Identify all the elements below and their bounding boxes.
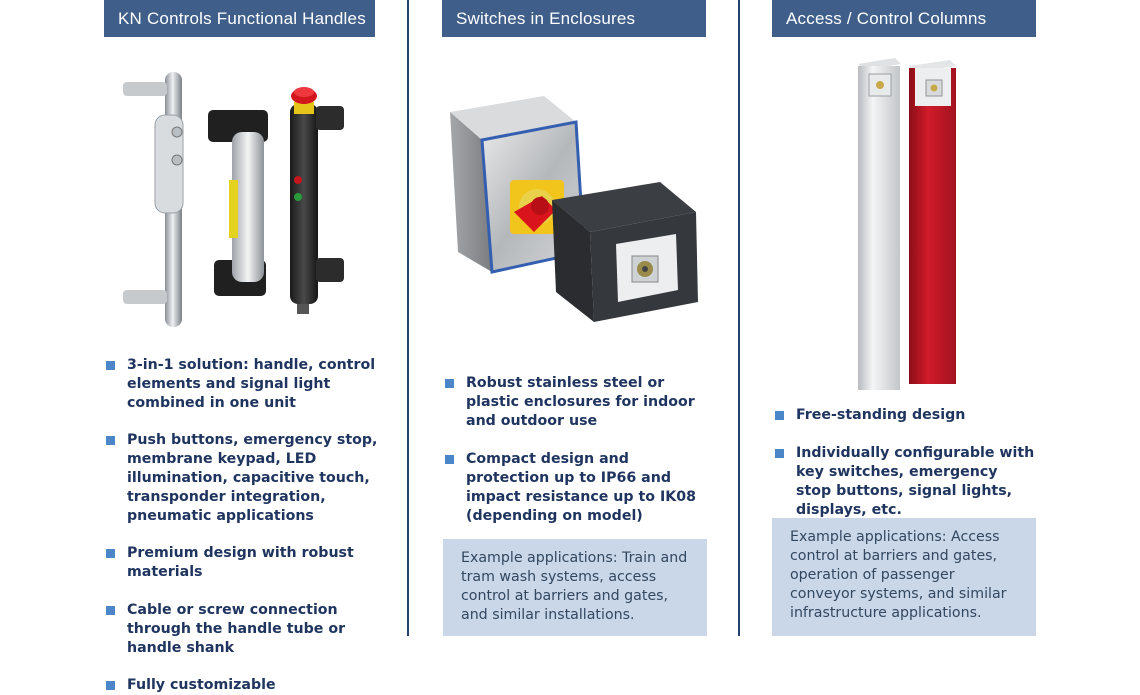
list-item: Premium design with robust materials [106, 544, 396, 582]
bullet-square-icon [775, 411, 784, 420]
list-item: Cable or screw connection through the ha… [106, 601, 396, 658]
bullet-square-icon [106, 361, 115, 370]
switches-feature-list: Robust stainless steel or plastic enclos… [445, 374, 707, 526]
handles-feature-list: 3-in-1 solution: handle, control element… [106, 356, 396, 695]
column-divider-1 [407, 0, 409, 636]
bullet-square-icon [445, 379, 454, 388]
columns-example-box: Example applications: Access control at … [772, 518, 1036, 636]
bullet-square-icon [106, 681, 115, 690]
list-item: Individually configurable with key switc… [775, 444, 1037, 520]
list-item: Free-standing design [775, 406, 1037, 425]
column-header-columns: Access / Control Columns [772, 0, 1036, 37]
bullet-square-icon [775, 449, 784, 458]
bullet-square-icon [106, 436, 115, 445]
column-divider-2 [738, 0, 740, 636]
list-item: Robust stainless steel or plastic enclos… [445, 374, 707, 431]
list-item: 3-in-1 solution: handle, control element… [106, 356, 396, 413]
bullet-square-icon [445, 455, 454, 464]
bullet-square-icon [106, 606, 115, 615]
bullet-square-icon [106, 549, 115, 558]
list-item: Fully customizable [106, 676, 396, 695]
switch-enclosures-image [450, 96, 698, 322]
list-item: Push buttons, emergency stop, membrane k… [106, 431, 396, 526]
switches-example-box: Example applications: Train and tram was… [443, 539, 707, 636]
list-item: Compact design and protection up to IP66… [445, 450, 707, 526]
column-header-switches: Switches in Enclosures [442, 0, 706, 37]
columns-feature-list: Free-standing design Individually config… [775, 406, 1037, 520]
functional-handles-image [123, 72, 344, 327]
control-columns-image [858, 58, 956, 390]
column-header-handles: KN Controls Functional Handles [104, 0, 375, 37]
